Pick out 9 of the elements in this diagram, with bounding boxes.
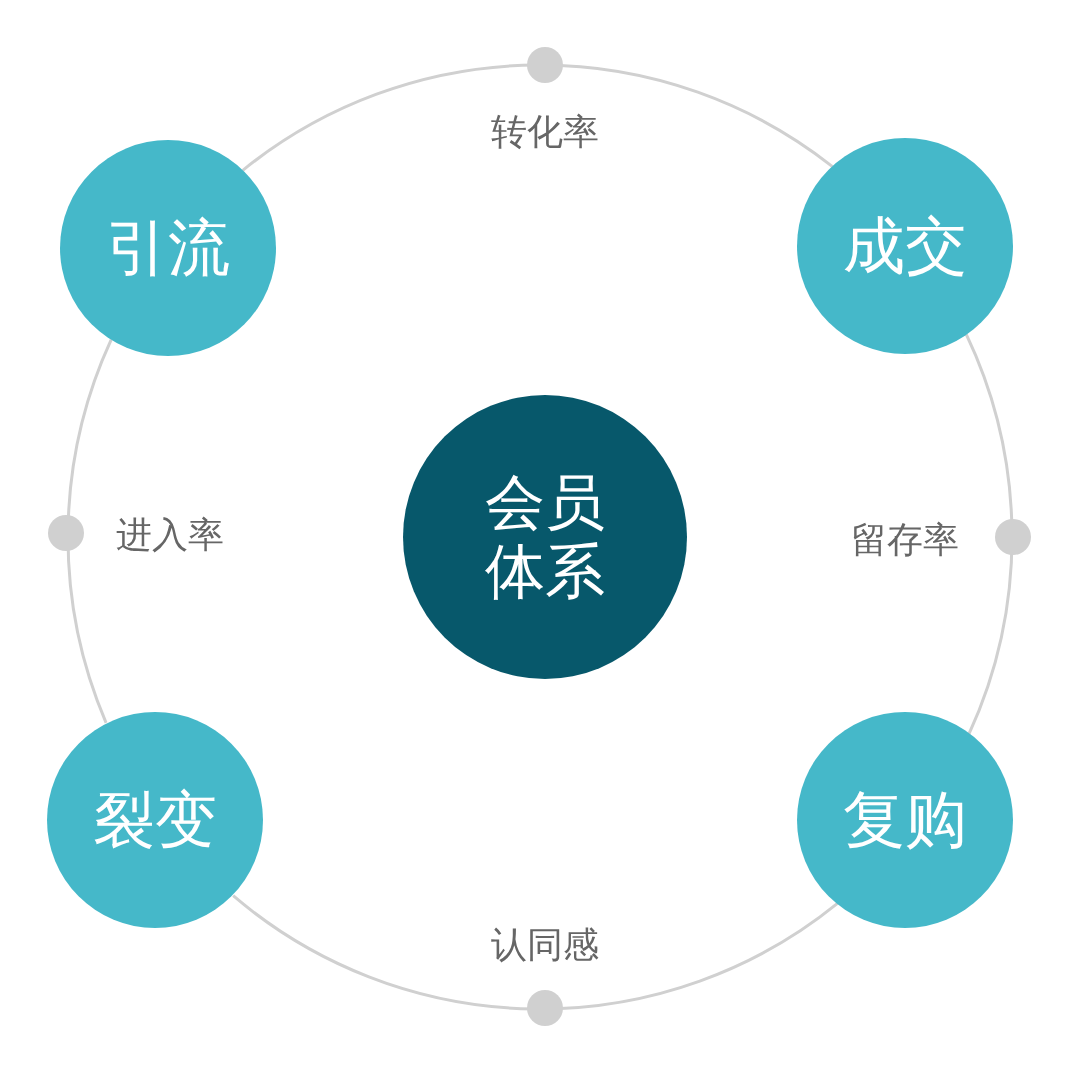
ring-arc bbox=[232, 894, 839, 1010]
stage-circle: 成交 bbox=[797, 138, 1013, 354]
stage-circle: 裂变 bbox=[47, 712, 263, 928]
ring-arc bbox=[964, 333, 1013, 735]
ring-arc bbox=[241, 64, 834, 172]
ring-arc bbox=[67, 339, 113, 724]
center-circle: 会员体系 bbox=[403, 395, 687, 679]
stage-circle: 复购 bbox=[797, 712, 1013, 928]
stage-circle: 引流 bbox=[60, 140, 276, 356]
